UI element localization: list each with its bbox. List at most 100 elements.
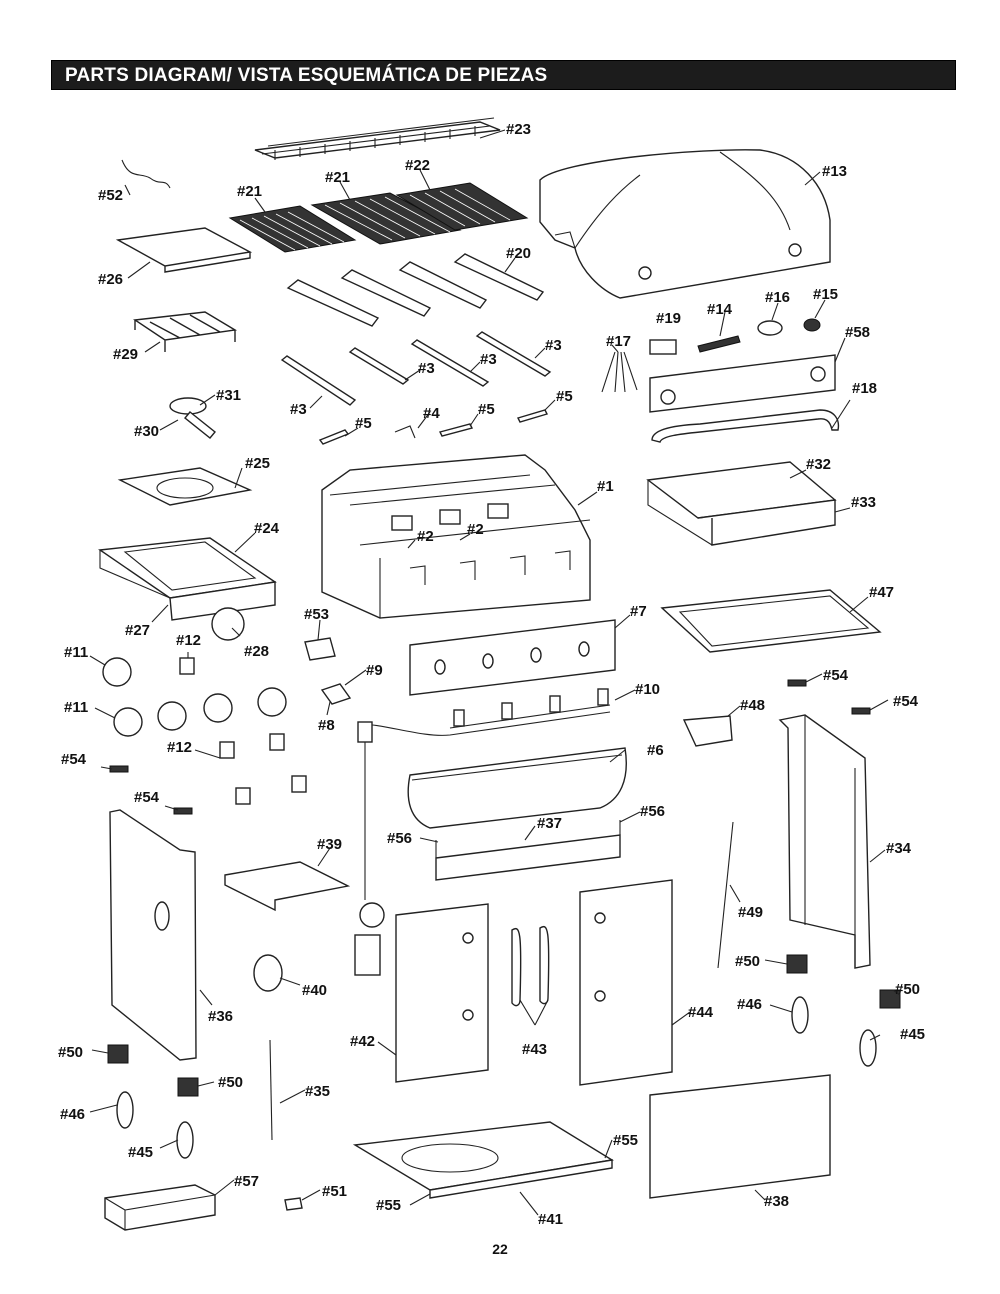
label-34: #34: [886, 840, 912, 857]
label-55: #55: [613, 1132, 638, 1149]
label-37: #37: [537, 815, 562, 832]
label-50: #50: [895, 981, 920, 998]
label-52: #52: [98, 187, 123, 204]
label-44: #44: [688, 1004, 714, 1021]
label-8: #8: [318, 717, 335, 734]
part-54: [851, 707, 871, 715]
part-side-burner-base: [98, 537, 277, 621]
label-32: #32: [806, 456, 831, 473]
part-54: [787, 679, 807, 687]
label-21: #21: [237, 183, 262, 200]
label-12: #12: [167, 739, 192, 756]
part-side-plate: [115, 227, 253, 273]
label-28: #28: [244, 643, 269, 660]
label-29: #29: [113, 346, 138, 363]
leader-lines: [89, 129, 901, 1216]
label-7: #7: [630, 603, 647, 620]
part-49: [717, 821, 734, 969]
part-54: [109, 765, 129, 773]
label-22: #22: [405, 157, 430, 174]
label-27: #27: [125, 622, 150, 639]
part-right-door: [579, 879, 673, 1086]
part-knobs: [102, 657, 307, 805]
label-20: #20: [506, 245, 531, 262]
part-burners: [280, 331, 552, 406]
label-4: #4: [423, 405, 440, 422]
label-39: #39: [317, 836, 342, 853]
part-16: [757, 320, 783, 336]
label-18: #18: [852, 380, 877, 397]
part-right-side-shelf: [646, 461, 837, 546]
label-50: #50: [218, 1074, 243, 1091]
label-57: #57: [234, 1173, 259, 1190]
part-54: [173, 807, 193, 815]
label-17: #17: [606, 333, 631, 350]
label-55: #55: [376, 1197, 401, 1214]
part-heat-tents: [286, 253, 545, 327]
part-left-cart-side: [109, 809, 197, 1061]
page-number: 22: [492, 1241, 508, 1257]
label-16: #16: [765, 289, 790, 306]
part-crossovers: [318, 409, 548, 445]
label-14: #14: [707, 301, 733, 318]
label-54: #54: [61, 751, 87, 768]
label-53: #53: [304, 606, 329, 623]
label-30: #30: [134, 423, 159, 440]
label-3: #3: [418, 360, 435, 377]
part-51: [284, 1197, 303, 1211]
label-50: #50: [735, 953, 760, 970]
label-26: #26: [98, 271, 123, 288]
label-5: #5: [355, 415, 372, 432]
part-warming-rack: [254, 117, 501, 160]
part-lid: [539, 149, 831, 299]
label-10: #10: [635, 681, 660, 698]
part-side-burner: [169, 397, 216, 439]
label-25: #25: [245, 455, 270, 472]
label-35: #35: [305, 1083, 330, 1100]
label-1: #1: [597, 478, 614, 495]
label-9: #9: [366, 662, 383, 679]
label-36: #36: [208, 1008, 233, 1025]
part-cooking-grates: [228, 182, 529, 253]
part-15: [803, 318, 821, 332]
label-38: #38: [764, 1193, 789, 1210]
label-58: #58: [845, 324, 870, 341]
part-rail: [435, 820, 621, 881]
label-11: #11: [64, 644, 88, 661]
label-40: #40: [302, 982, 327, 999]
label-47: #47: [869, 584, 894, 601]
label-56: #56: [640, 803, 665, 820]
label-2: #2: [417, 528, 434, 545]
part-right-cart-side: [778, 714, 871, 969]
label-54: #54: [893, 693, 919, 710]
label-5: #5: [556, 388, 573, 405]
part-39: [224, 861, 351, 912]
label-15: #15: [813, 286, 838, 303]
label-45: #45: [900, 1026, 925, 1043]
part-back-panel: [649, 1074, 831, 1199]
part-heat-shield: [407, 747, 627, 829]
label-6: #6: [647, 742, 664, 759]
label-49: #49: [738, 904, 763, 921]
part-57: [104, 1184, 216, 1231]
label-19: #19: [656, 310, 681, 327]
part-19: [649, 339, 677, 355]
part-labels: #23 #13 #22 #21 #21 #52 #26 #20 #29 #3 #…: [58, 121, 925, 1228]
label-21: #21: [325, 169, 350, 186]
part-14: [697, 335, 741, 353]
part-ignitor-module: [320, 683, 352, 705]
label-43: #43: [522, 1041, 547, 1058]
part-firebox: [321, 454, 591, 619]
part-regulator: [354, 902, 385, 976]
label-3: #3: [290, 401, 307, 418]
part-side-burner-grate: [133, 311, 238, 352]
part-grease-cup: [682, 715, 733, 747]
part-door-handles: [511, 925, 550, 1007]
section-header: PARTS DIAGRAM/ VISTA ESQUEMÁTICA DE PIEZ…: [51, 60, 956, 90]
label-11: #11: [64, 699, 88, 716]
label-54: #54: [134, 789, 160, 806]
part-front-panel: [409, 619, 616, 696]
label-56: #56: [387, 830, 412, 847]
part-40: [253, 954, 283, 992]
